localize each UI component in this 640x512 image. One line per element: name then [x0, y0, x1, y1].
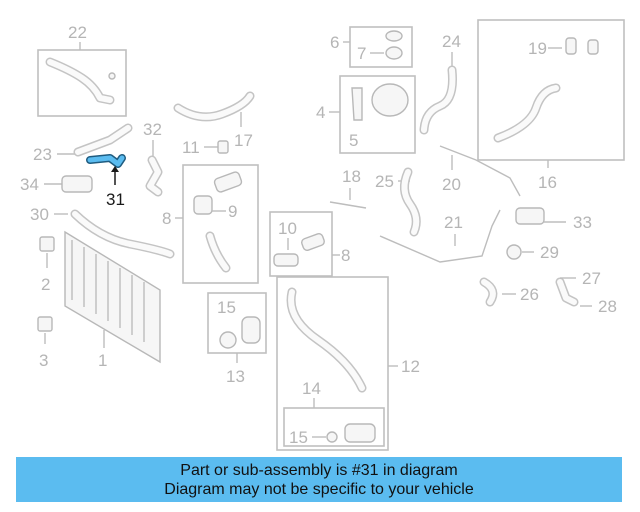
- callout-18: 18: [342, 167, 361, 186]
- callout-12: 12: [401, 357, 420, 376]
- callout-30: 30: [30, 205, 49, 224]
- caption-line-2: Diagram may not be specific to your vehi…: [164, 481, 474, 498]
- callout-21: 21: [444, 213, 463, 232]
- group-8-left: 8 9: [162, 164, 259, 284]
- part-26: 26: [479, 277, 539, 307]
- part-3: 3: [37, 316, 53, 370]
- callout-31: 31: [106, 190, 125, 209]
- callout-22: 22: [68, 23, 87, 42]
- callout-13: 13: [226, 367, 245, 386]
- callout-3: 3: [39, 351, 48, 370]
- part-33: 33: [515, 207, 592, 232]
- callout-1: 1: [98, 351, 107, 370]
- callout-7: 7: [357, 44, 366, 63]
- part-21: 21: [379, 209, 501, 263]
- callout-8b: 8: [341, 246, 350, 265]
- callout-4: 4: [316, 103, 325, 122]
- part-29: 29: [506, 243, 559, 262]
- group-22: 22: [37, 23, 127, 117]
- group-13: 15 13: [207, 292, 267, 386]
- part-2: 2: [39, 236, 55, 294]
- callout-24: 24: [442, 32, 461, 51]
- part-31-highlighted[interactable]: 31: [86, 154, 126, 209]
- callout-9: 9: [228, 202, 237, 221]
- part-27: 27: [555, 269, 601, 307]
- group-16: 19 16: [477, 19, 625, 192]
- callout-34: 34: [20, 175, 39, 194]
- part-32: 32: [143, 120, 163, 197]
- callout-5: 5: [349, 131, 358, 150]
- part-34: 34: [20, 175, 93, 194]
- callout-28: 28: [598, 297, 617, 316]
- callout-26: 26: [520, 285, 539, 304]
- part-20: 20: [439, 145, 521, 197]
- part-25: 25: [375, 167, 421, 237]
- parts-diagram: 22 23 31 34 30 1 2: [20, 19, 625, 451]
- caption-line-1: Part or sub-assembly is #31 in diagram: [180, 462, 458, 479]
- callout-2: 2: [41, 275, 50, 294]
- callout-15a: 15: [217, 298, 236, 317]
- callout-14: 14: [302, 379, 321, 398]
- group-4: 4 5: [316, 75, 416, 154]
- callout-10: 10: [278, 219, 297, 238]
- callout-25: 25: [375, 172, 394, 191]
- part-11: 11: [182, 138, 229, 157]
- callout-19: 19: [528, 39, 547, 58]
- part-18: 18: [329, 167, 367, 209]
- group-6: 6 7: [330, 26, 413, 68]
- group-12: 12 14 15: [276, 276, 420, 451]
- callout-11: 11: [182, 138, 200, 157]
- callout-8a: 8: [162, 209, 171, 228]
- callout-20: 20: [442, 175, 461, 194]
- callout-17: 17: [234, 131, 253, 150]
- callout-27: 27: [582, 269, 601, 288]
- part-30: 30: [30, 205, 175, 259]
- callout-16: 16: [538, 173, 557, 192]
- callout-33: 33: [573, 213, 592, 232]
- group-10: 10 8: [269, 211, 350, 277]
- part-1-radiator: 1: [64, 230, 161, 370]
- callout-29: 29: [540, 243, 559, 262]
- part-24: 24: [419, 32, 461, 135]
- caption-bar: Part or sub-assembly is #31 in diagram D…: [16, 457, 622, 502]
- callout-23: 23: [33, 145, 52, 164]
- part-17: 17: [173, 91, 255, 150]
- callout-15b: 15: [289, 428, 308, 447]
- callout-32: 32: [143, 120, 162, 139]
- part-23: 23: [33, 123, 133, 164]
- callout-6: 6: [330, 33, 339, 52]
- part-28: 28: [580, 297, 617, 316]
